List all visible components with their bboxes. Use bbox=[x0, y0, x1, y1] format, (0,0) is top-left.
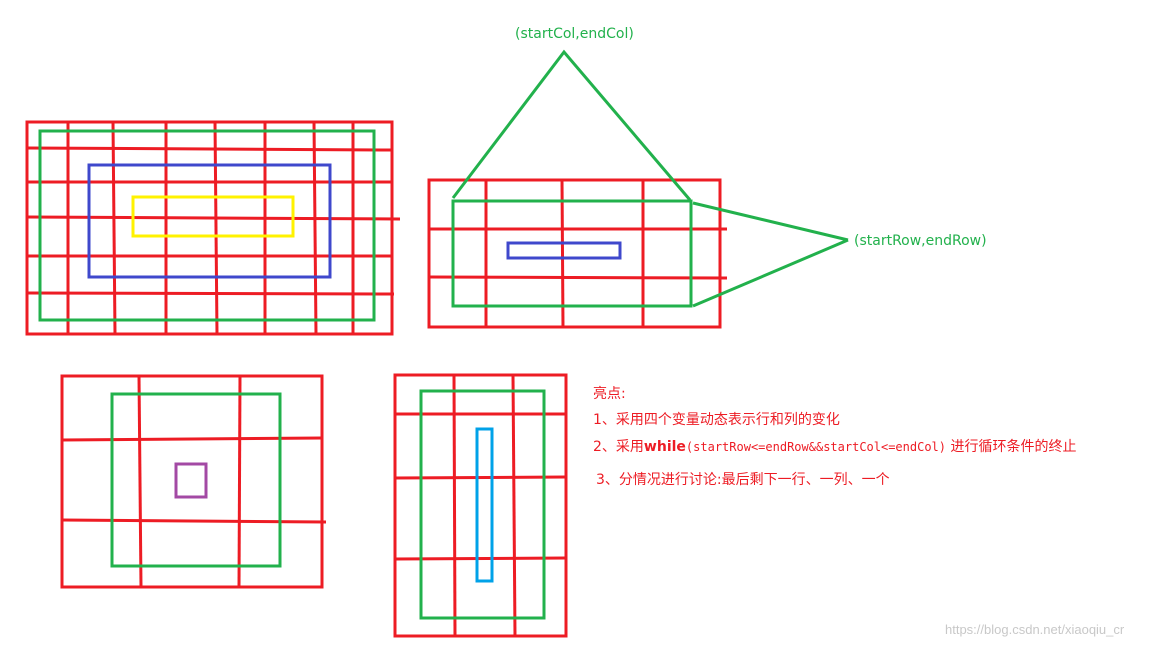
grid1-green-layer bbox=[38, 129, 376, 322]
grid-bottom-left bbox=[60, 374, 327, 589]
grid4-hline bbox=[394, 475, 567, 480]
grid3-vline bbox=[237, 375, 242, 588]
row-pointer-line bbox=[692, 201, 849, 242]
grid4-hline bbox=[394, 556, 567, 561]
grid1-yellow-layer bbox=[131, 195, 295, 238]
grid4-green-layer bbox=[419, 389, 546, 620]
grid2-green-layer bbox=[451, 199, 693, 308]
row-pointer-line bbox=[692, 238, 849, 308]
grid1-hline bbox=[26, 291, 395, 296]
note-line-3: 3、分情况进行讨论:最后剩下一行、一列、一个 bbox=[596, 472, 890, 488]
grid-bottom-middle bbox=[393, 373, 568, 638]
grid3-purple-layer bbox=[174, 462, 208, 499]
grid3-border bbox=[60, 374, 324, 589]
note-line-2-suffix: 进行循环条件的终止 bbox=[950, 439, 1077, 455]
grid-top-right bbox=[427, 49, 849, 329]
note-line-1: 1、采用四个变量动态表示行和列的变化 bbox=[593, 412, 840, 428]
grid1-vline bbox=[312, 121, 318, 335]
grid2-vline bbox=[560, 179, 565, 328]
note-line-2-code: (startRow<=endRow&&startCol<=endCol) bbox=[685, 440, 947, 454]
grid1-vline bbox=[213, 121, 219, 335]
start-end-row-label: (startRow,endRow) bbox=[854, 233, 987, 249]
grid1-hline bbox=[26, 146, 393, 152]
grid3-hline bbox=[61, 436, 323, 442]
grid1-border bbox=[25, 120, 394, 336]
grid2-blue-layer bbox=[506, 241, 622, 260]
note-line-2-keyword: while bbox=[643, 439, 686, 455]
grid1-hline bbox=[26, 215, 401, 221]
watermark: https://blog.csdn.net/xiaoqiu_cr bbox=[945, 622, 1125, 637]
grid1-vline bbox=[111, 121, 117, 335]
grid3-hline bbox=[61, 518, 327, 524]
notes-title: 亮点: bbox=[593, 386, 626, 402]
grid2-border bbox=[427, 178, 722, 329]
grid4-border bbox=[393, 373, 568, 638]
grid2-hline bbox=[428, 275, 728, 280]
grid1-blue-layer bbox=[87, 163, 332, 279]
grid4-vline bbox=[452, 374, 457, 637]
start-end-col-label: (startCol,endCol) bbox=[515, 26, 634, 42]
grid-top-left bbox=[25, 120, 401, 336]
grid4-vline bbox=[511, 374, 517, 637]
grid3-vline bbox=[137, 375, 143, 588]
col-pointer-lines bbox=[451, 49, 692, 201]
grid4-cyan-layer bbox=[475, 427, 494, 583]
note-line-2: 2、采用while(startRow<=endRow&&startCol<=en… bbox=[593, 436, 1076, 456]
note-line-2-prefix: 2、采用 bbox=[593, 439, 644, 455]
grid3-green-layer bbox=[110, 392, 282, 568]
